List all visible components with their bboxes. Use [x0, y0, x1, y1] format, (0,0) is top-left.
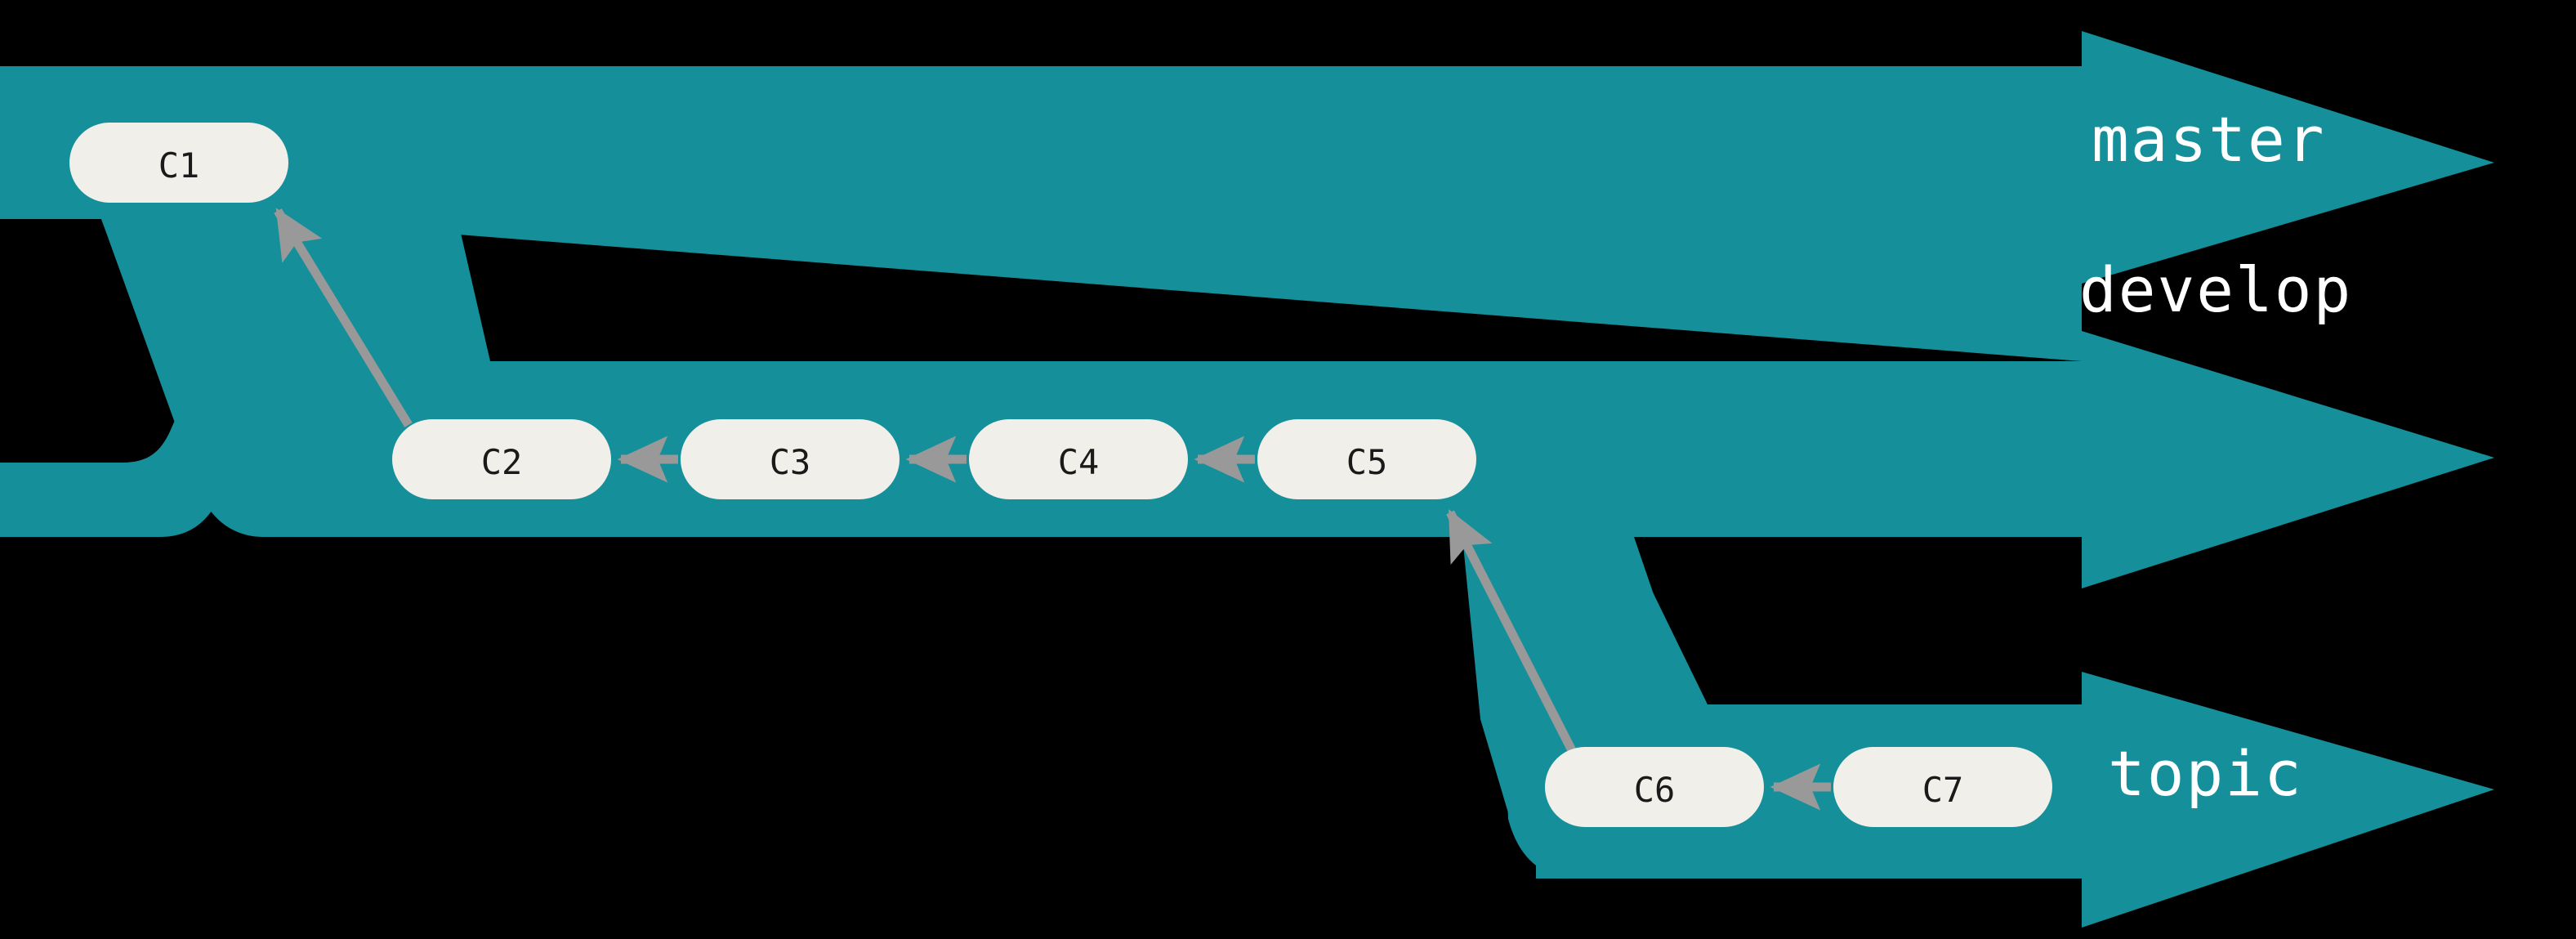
topic-arrowhead [2082, 672, 2494, 928]
commit-label-c2: C2 [480, 442, 523, 482]
branch-label-master: master [2092, 103, 2326, 176]
commit-label-c4: C4 [1057, 442, 1100, 482]
commit-node-c1[interactable] [69, 123, 288, 203]
edge-c6-to-c5 [1446, 509, 1581, 762]
commit-nodes [69, 123, 2052, 827]
commit-node-c4[interactable] [969, 419, 1188, 499]
commit-node-c6[interactable] [1545, 747, 1764, 827]
master-bar-clean [0, 66, 2082, 219]
commit-node-c7[interactable] [1833, 747, 2052, 827]
develop-bar-clean [425, 361, 2082, 537]
commit-edges [274, 208, 1831, 811]
commit-label-c3: C3 [769, 442, 811, 482]
branch-label-topic: topic [2108, 737, 2303, 810]
commit-node-c5[interactable] [1257, 419, 1476, 499]
commit-label-c5: C5 [1346, 442, 1388, 482]
commit-node-c3[interactable] [681, 419, 900, 499]
commit-node-c2[interactable] [392, 419, 611, 499]
edge-c2-to-c1 [274, 208, 413, 427]
develop-arrowhead [2082, 331, 2494, 588]
branch-lanes [0, 31, 2494, 928]
master-arrowhead [2082, 31, 2494, 284]
ribbon-master-develop [101, 219, 458, 537]
commit-label-c6: C6 [1633, 770, 1676, 810]
commit-label-c1: C1 [158, 145, 200, 186]
commit-label-c7: C7 [1922, 770, 1964, 810]
branch-label-develop: develop [2079, 253, 2353, 326]
